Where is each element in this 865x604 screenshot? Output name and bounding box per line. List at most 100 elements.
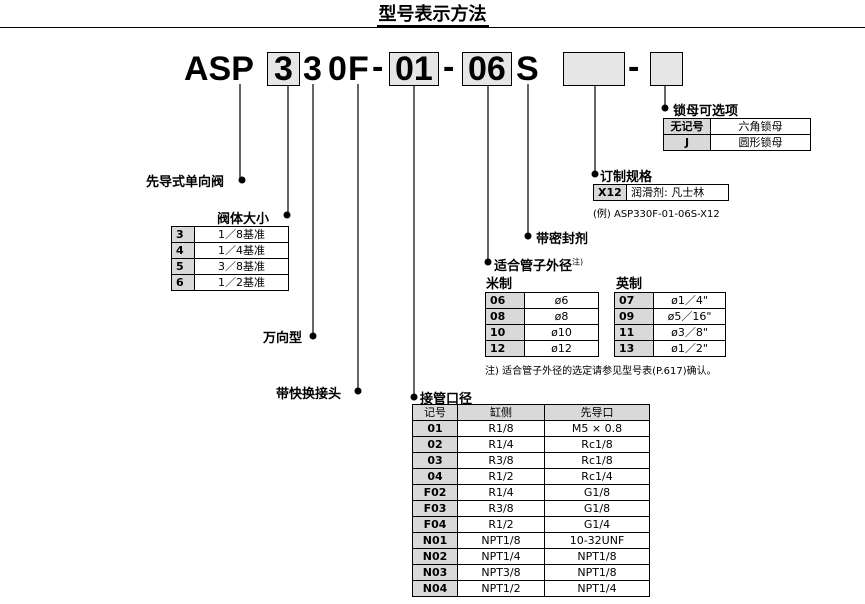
table-cell: 1／4基准 (194, 242, 289, 259)
table-cell: 08 (485, 308, 525, 325)
table-cell: N04 (412, 580, 458, 597)
table-row: 无记号六角锁母 (663, 118, 811, 135)
table-row: X12 润滑剂: 凡士林 (593, 184, 729, 201)
code-dash-3: - (628, 48, 640, 86)
table-cell: ø1／2" (653, 340, 726, 357)
custom-label: 订制规格 (600, 170, 653, 185)
table-cell: 07 (614, 292, 654, 309)
page-title: 型号表示方法 (376, 4, 489, 27)
custom-example: (例) ASP330F-01-06S-X12 (593, 209, 720, 220)
table-cell: NPT1/4 (457, 548, 545, 565)
table-cell: Rc1/8 (544, 452, 650, 469)
table-cell: 10 (485, 324, 525, 341)
table-cell: 11 (614, 324, 654, 341)
tube-box (462, 52, 512, 86)
table-cell: NPT3/8 (457, 564, 545, 581)
table-cell: G1/8 (544, 500, 650, 517)
table-cell: NPT1/2 (457, 580, 545, 597)
table-cell: 03 (412, 452, 458, 469)
column-header: 缸侧 (457, 404, 545, 421)
custom-table: X12 润滑剂: 凡士林 (593, 184, 729, 201)
table-cell: 04 (412, 468, 458, 485)
code-dash-1: - (372, 48, 384, 86)
table-cell: ø3／8" (653, 324, 726, 341)
code-tube: 06 (468, 50, 506, 88)
lock-nut-box (650, 52, 683, 86)
tube-od-note-mark: 注) (572, 257, 584, 267)
table-cell: R3/8 (457, 452, 545, 469)
table-cell: 5 (171, 258, 195, 275)
table-cell: Rc1/8 (544, 436, 650, 453)
metric-label: 米制 (486, 277, 513, 292)
table-cell: F03 (412, 500, 458, 517)
table-cell: 4 (171, 242, 195, 259)
table-cell: 06 (485, 292, 525, 309)
table-cell: R1/4 (457, 484, 545, 501)
table-cell: N02 (412, 548, 458, 565)
table-header-row: 记号缸侧先导口 (412, 404, 650, 421)
table-cell: ø6 (524, 292, 599, 309)
code-fitting: F (348, 50, 369, 88)
table-cell: ø5／16" (653, 308, 726, 325)
table-cell: N03 (412, 564, 458, 581)
table-cell: ø12 (524, 340, 599, 357)
quick-fitting-label: 带快换接头 (276, 387, 342, 402)
swivel-label: 万向型 (263, 331, 303, 346)
code-dash-2: - (443, 48, 455, 86)
table-cell: 无记号 (663, 118, 711, 135)
code-zero: 0 (328, 50, 347, 88)
table-cell: R1/2 (457, 516, 545, 533)
table-cell: 10-32UNF (544, 532, 650, 549)
table-cell: 3／8基准 (194, 258, 289, 275)
port-size-label: 接管口径 (420, 392, 473, 407)
table-cell: ø10 (524, 324, 599, 341)
column-header: 先导口 (544, 404, 650, 421)
check-valve-label: 先导式单向阀 (146, 175, 225, 190)
custom-desc: 润滑剂: 凡士林 (626, 184, 729, 201)
body-size-label: 阀体大小 (217, 212, 270, 227)
code-swivel: 3 (303, 50, 322, 88)
tube-note: 注) 适合管子外径的选定请参见型号表(P.617)确认。 (485, 366, 717, 377)
table-cell: G1/4 (544, 516, 650, 533)
sealant-label: 带密封剂 (536, 232, 589, 247)
custom-code: X12 (593, 184, 627, 201)
table-cell: 12 (485, 340, 525, 357)
table-cell: 09 (614, 308, 654, 325)
table-cell: NPT1/8 (544, 548, 650, 565)
code-size: 3 (274, 50, 293, 88)
table-cell: 01 (412, 420, 458, 437)
table-cell: 1／8基准 (194, 226, 289, 243)
table-cell: 1／2基准 (194, 274, 289, 291)
code-seal: S (516, 50, 539, 88)
table-cell: F04 (412, 516, 458, 533)
table-cell: R1/2 (457, 468, 545, 485)
table-cell: F02 (412, 484, 458, 501)
table-cell: 02 (412, 436, 458, 453)
column-header: 记号 (412, 404, 458, 421)
size-box (267, 52, 300, 86)
